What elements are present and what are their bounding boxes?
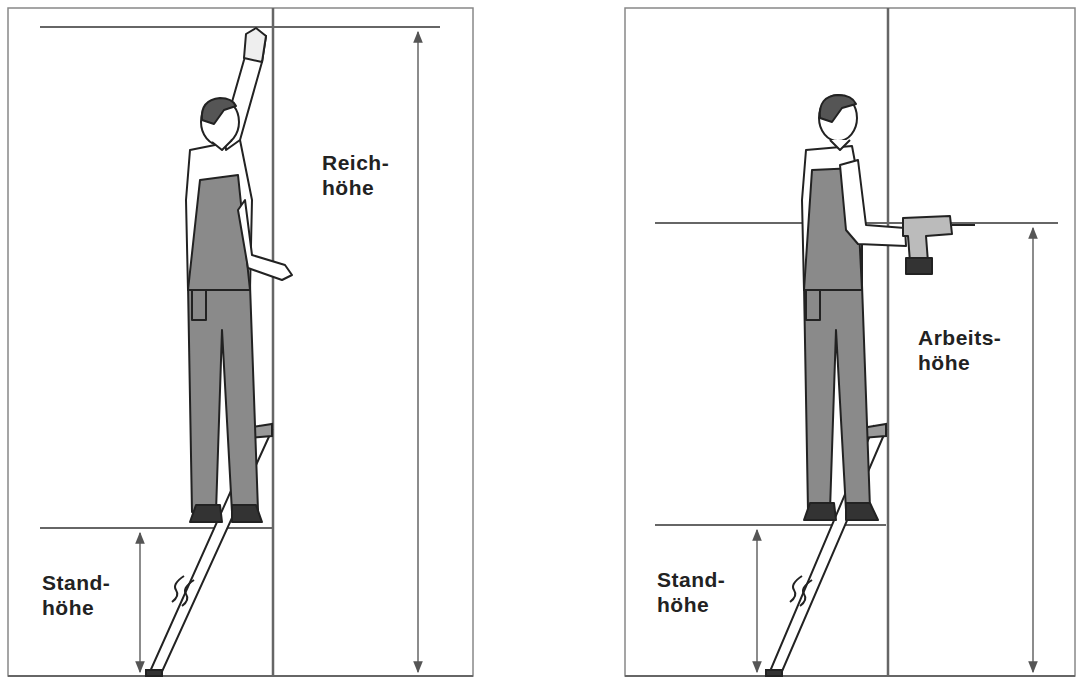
left-panel	[8, 8, 473, 676]
worker-reaching	[186, 28, 292, 522]
dimension-label: Stand- höhe	[657, 567, 725, 617]
dimension-label: Reich- höhe	[322, 150, 389, 200]
right-panel	[625, 8, 1075, 676]
dimension-label: Arbeits- höhe	[918, 325, 1001, 375]
worker-drilling	[802, 95, 975, 520]
dimension-label: Stand- höhe	[42, 570, 110, 620]
